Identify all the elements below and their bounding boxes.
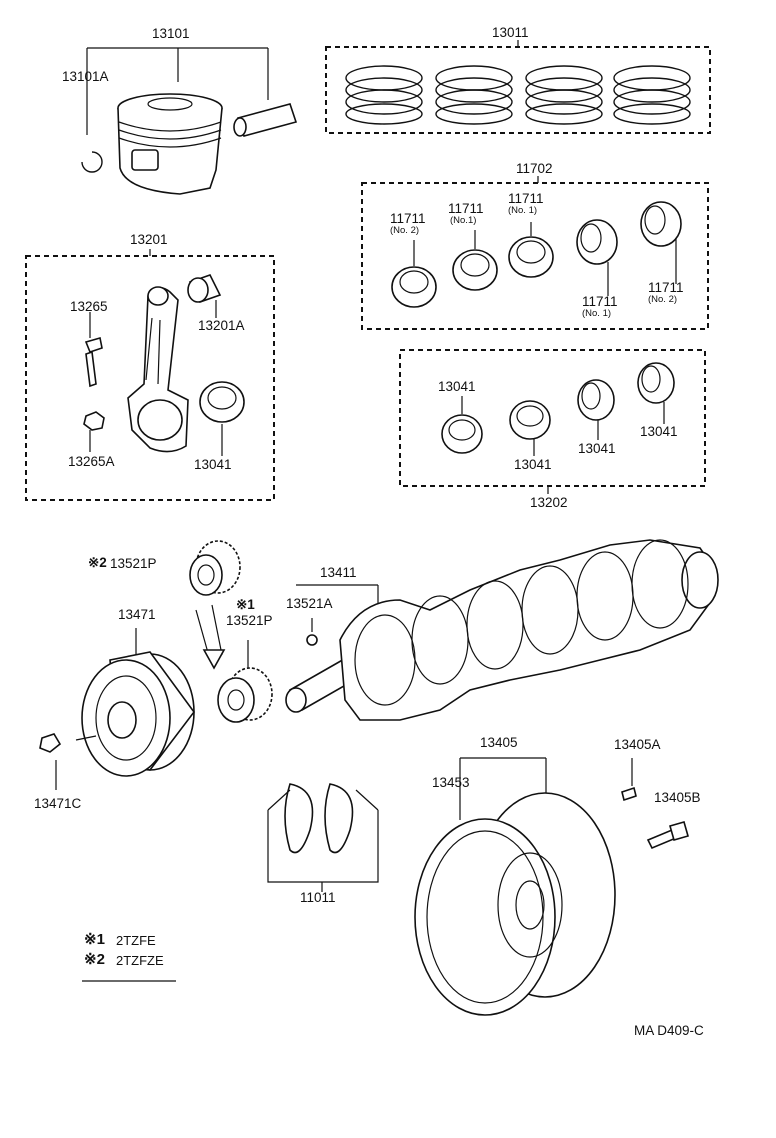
label-bearing-11711-d: 11711 (582, 294, 618, 309)
label-flywheel: 13405 (480, 735, 518, 750)
label-bearing-11711-b: 11711 (448, 201, 484, 216)
label-mark1: ※1 (236, 597, 255, 612)
conrod-box (25, 249, 275, 501)
label-crank-sprocket-b: 13521P (226, 613, 273, 628)
label-pin: 13405A (614, 737, 661, 752)
label-pulley-bolt: 13471C (34, 796, 82, 811)
label-bearing-no2-e: (No. 2) (648, 294, 678, 305)
label-conrod-bolt: 13265 (70, 299, 108, 314)
label-conrod-bearing-e: 13041 (640, 424, 678, 439)
crankshaft-group (285, 539, 719, 721)
piston-group (81, 47, 298, 195)
label-conrod-bearing-a: 13041 (194, 457, 232, 472)
label-flywheel-bolt: 13405B (654, 790, 701, 805)
label-bearing-11711-e: 11711 (648, 280, 684, 295)
label-piston-ring-set: 13011 (492, 25, 529, 40)
flywheel-group (414, 757, 689, 1016)
label-piston-set: 13101 (152, 26, 190, 41)
label-bearing-11711-c: 11711 (508, 191, 544, 206)
label-ring-gear: 13453 (432, 775, 470, 790)
pulley-group (39, 628, 195, 790)
piston-ring-box (325, 40, 711, 134)
label-bearing-no2-a: (No. 2) (390, 225, 420, 236)
label-mark2: ※2 (88, 555, 107, 570)
sprocket-group (189, 540, 273, 723)
diagram-code: MA D409-C (634, 1023, 704, 1038)
label-pulley: 13471 (118, 607, 156, 622)
label-conrod-bearing-c: 13041 (514, 457, 552, 472)
thrust-washer-group (267, 783, 379, 892)
label-conrod-bearing-set: 13202 (530, 495, 568, 510)
label-conrod-bearing-b: 13041 (438, 379, 476, 394)
label-bearing-11711-a: 11711 (390, 211, 426, 226)
legend-mark-1: ※1 (84, 931, 105, 948)
conrod-bearing-box (399, 349, 706, 494)
label-crank-sprocket-a: 13521P (110, 556, 157, 571)
label-crankshaft: 13411 (320, 565, 357, 580)
crank-bearing-box (361, 176, 709, 330)
label-conrod-bearing-d: 13041 (578, 441, 616, 456)
label-crank-bearing-set: 11702 (516, 161, 553, 176)
legend-text-2: 2TZFZE (116, 953, 164, 968)
label-thrust-washer: 11011 (300, 890, 336, 905)
label-bearing-no1-d: (No. 1) (582, 308, 612, 319)
label-bearing-no1-b: (No.1) (450, 215, 477, 226)
label-conrod-nut: 13265A (68, 454, 115, 469)
label-conrod-assy: 13201 (130, 232, 168, 247)
legend-mark-2: ※2 (84, 951, 105, 968)
label-key: 13521A (286, 596, 333, 611)
label-bearing-no1-c: (No. 1) (508, 205, 538, 216)
label-piston-snap-ring: 13101A (62, 69, 109, 84)
label-conrod-bushing: 13201A (198, 318, 245, 333)
legend-text-1: 2TZFE (116, 933, 156, 948)
